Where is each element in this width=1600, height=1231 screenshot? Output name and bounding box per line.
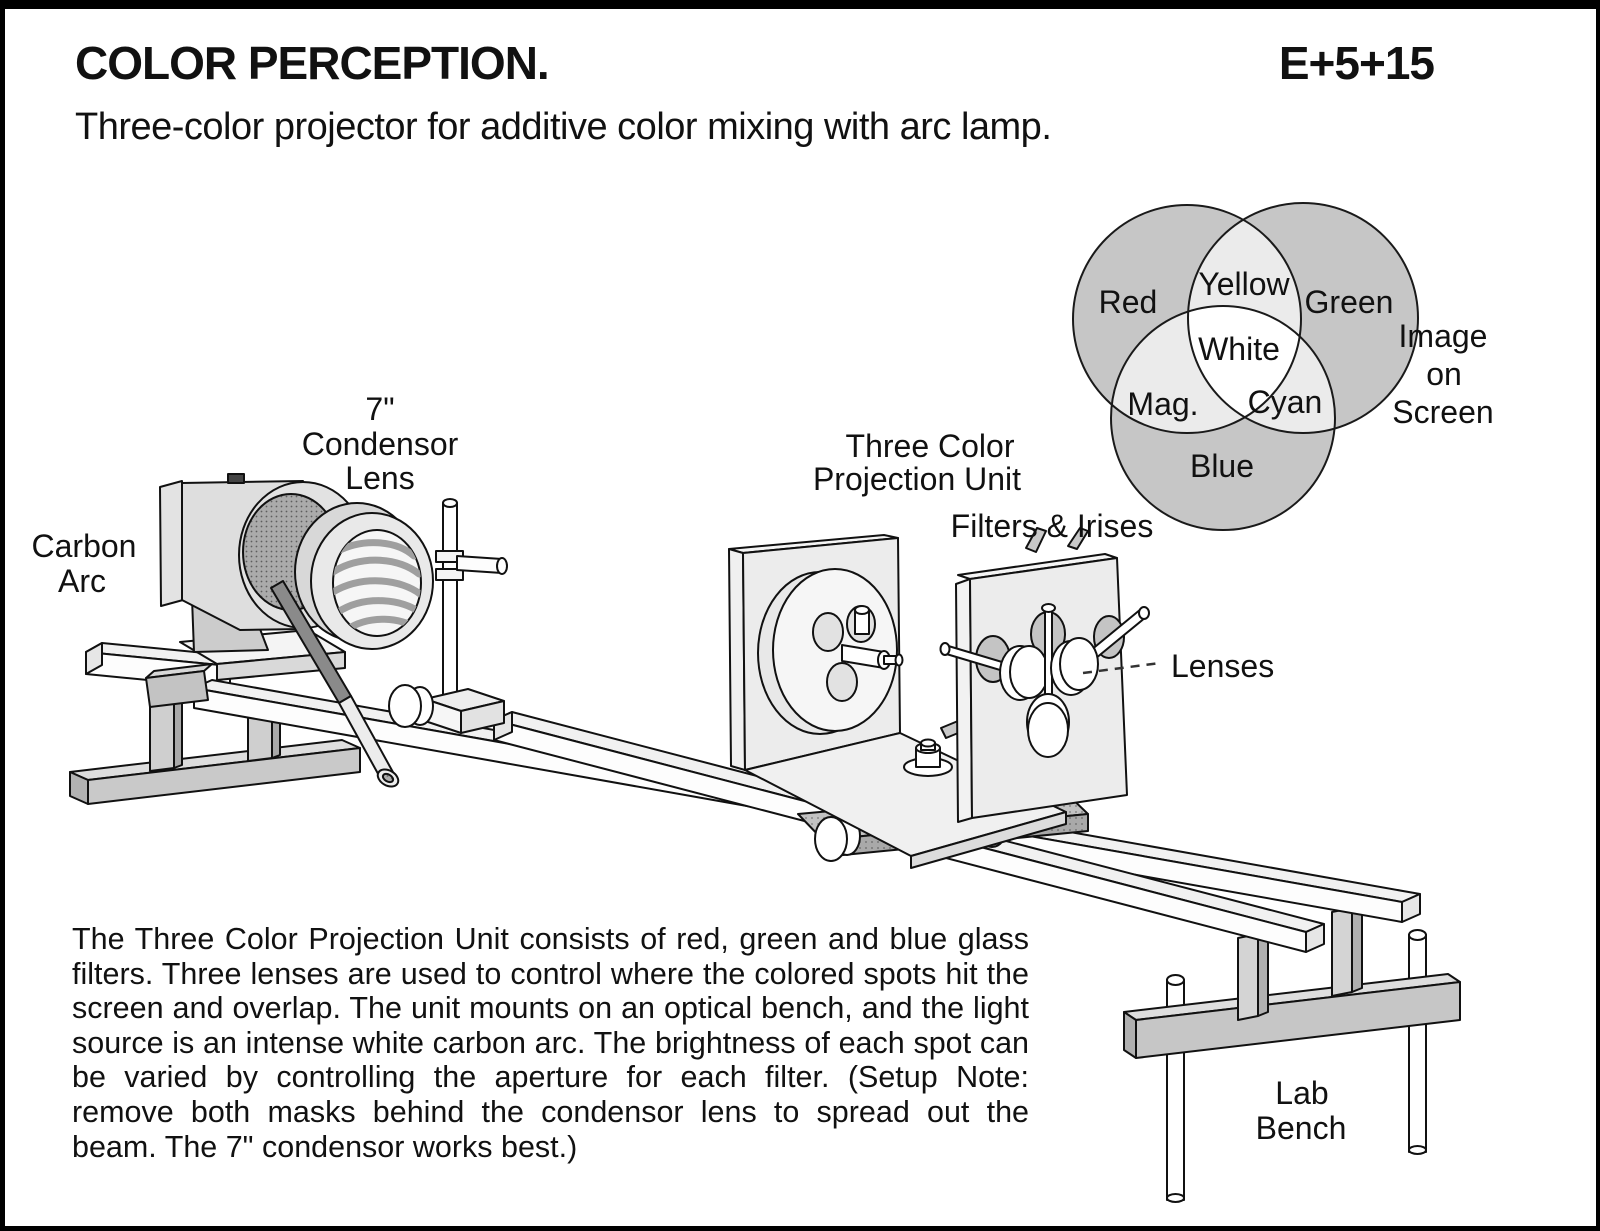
svg-text:Arc: Arc [58,563,106,599]
label-lab-bench: Lab Bench [1256,1075,1347,1146]
page-border-bottom [0,1226,1600,1231]
svg-text:Projection Unit: Projection Unit [813,461,1021,497]
lens-left [999,645,1049,701]
label-lenses: Lenses [1171,648,1274,684]
rail-clamp-block [145,663,213,708]
svg-text:Bench: Bench [1256,1110,1347,1146]
svg-text:Carbon: Carbon [32,528,137,564]
bench-leg-right [1408,929,1427,1155]
three-color-projection-unit [728,527,1150,869]
lens-stand [388,498,508,734]
page-border-left [0,0,5,1231]
label-condensor-lens: 7" Condensor Lens [302,391,459,496]
page-border-right [1596,0,1600,1231]
description-paragraph: The Three Color Projection Unit consists… [72,922,1029,1164]
additive-color-venn: Red Green Blue Yellow White Mag. Cyan Im… [1072,202,1494,531]
venn-label-magenta: Mag. [1127,386,1198,422]
filter-tab-right [1067,527,1089,550]
stand-crossbar [456,555,503,574]
arc-back-plate [159,480,184,607]
filters-and-irises [939,603,1150,758]
catalog-code: E+5+15 [1278,37,1435,89]
lens-bottom [1026,693,1070,758]
svg-text:Screen: Screen [1392,394,1493,430]
frame-foot-beam [69,739,361,805]
label-projection-unit: Three Color Projection Unit [813,428,1021,497]
svg-text:Lab: Lab [1275,1075,1328,1111]
diagram-labels: 7" Condensor Lens Carbon Arc Three Color… [32,391,1347,1146]
lens-right [1050,637,1099,696]
stand-collar-bottom [435,568,464,581]
svg-text:Three Color: Three Color [846,428,1015,464]
page-title: COLOR PERCEPTION. [75,37,550,89]
bench-post-left [1237,929,1269,1021]
unit-floor [744,720,1067,869]
arc-handle-rod [270,580,400,788]
svg-text:on: on [1426,356,1462,392]
venn-label-red: Red [1099,284,1158,320]
label-filters-irises: Filters & Irises [951,508,1154,544]
page-subtitle: Three-color projector for additive color… [75,106,1052,148]
svg-text:Lens: Lens [345,460,414,496]
leveling-bolt [903,738,953,777]
page-border-top [0,0,1600,9]
svg-text:Condensor: Condensor [302,426,459,462]
condensor-lens-ring [294,502,434,650]
carbon-arc-assembly [159,473,508,788]
venn-label-yellow: Yellow [1198,266,1290,302]
filter-tab-left [1025,527,1047,553]
lab-bench [1123,903,1461,1203]
svg-text:Image: Image [1399,318,1488,354]
venn-label-cyan: Cyan [1248,384,1323,420]
stand-base [424,688,505,734]
venn-caption-image-on-screen: Image on Screen [1392,318,1493,430]
disc-hole-bottom [826,662,858,702]
venn-label-green: Green [1305,284,1394,320]
venn-label-white: White [1198,331,1280,367]
lenses-pointer-line [1082,661,1161,675]
label-carbon-arc: Carbon Arc [32,528,137,599]
arc-top-contact [227,473,245,484]
filter-disc [757,568,904,735]
disc-hole-top-left [812,612,844,652]
bench-post-right [1331,903,1363,997]
venn-label-blue: Blue [1190,448,1254,484]
stand-rod [442,502,458,699]
svg-text:7": 7" [365,391,394,427]
stand-wheel [388,684,434,728]
disc-center-knob [841,644,904,670]
